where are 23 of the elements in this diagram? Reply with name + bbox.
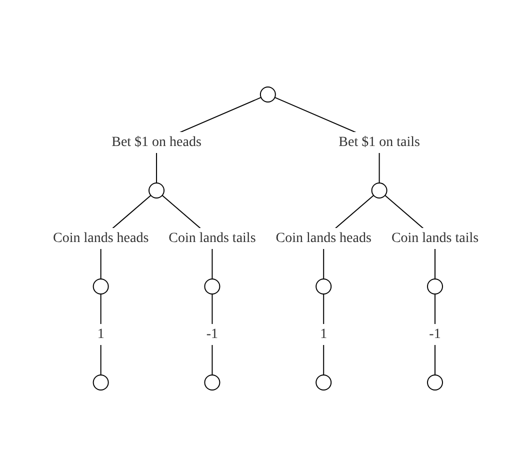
node-circle bbox=[260, 86, 276, 102]
edge-label: Coin lands tails bbox=[391, 230, 478, 246]
node-circle bbox=[204, 278, 220, 294]
node-circle bbox=[148, 182, 164, 198]
edge-label: Coin lands tails bbox=[168, 230, 256, 246]
node-circle bbox=[92, 374, 109, 390]
edge-label: Coin lands heads bbox=[52, 230, 148, 246]
node-circle bbox=[371, 182, 388, 198]
edge-label: 1 bbox=[320, 326, 327, 342]
node-circle bbox=[315, 374, 332, 390]
node-circle bbox=[204, 374, 220, 390]
node-circle bbox=[426, 278, 443, 294]
connector bbox=[211, 293, 212, 375]
edge-label: 1 bbox=[97, 326, 104, 342]
node-circle bbox=[315, 278, 332, 294]
node-circle bbox=[92, 278, 109, 294]
edge-label: Bet $1 on heads bbox=[111, 134, 202, 150]
edge-label: Bet $1 on tails bbox=[338, 134, 420, 150]
edge-label: Coin lands heads bbox=[276, 230, 372, 246]
edge-label: -1 bbox=[206, 326, 218, 342]
connector bbox=[434, 293, 436, 375]
node-circle bbox=[426, 374, 443, 390]
edge-label: -1 bbox=[428, 326, 441, 342]
